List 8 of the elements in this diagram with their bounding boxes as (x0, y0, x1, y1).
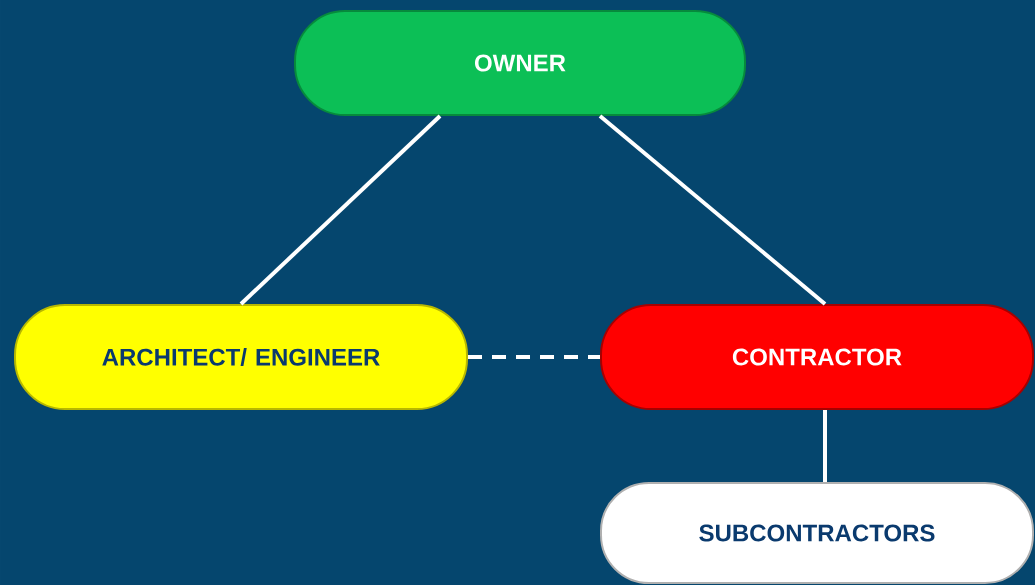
pill-box: CONTRACTOR (600, 304, 1034, 410)
pill-box: ARCHITECT/ ENGINEER (14, 304, 468, 410)
connector-line (823, 410, 827, 482)
pill-box: SUBCONTRACTORS (600, 482, 1034, 584)
connector-line (239, 114, 442, 306)
owner-pill: OWNER (294, 10, 746, 116)
connector-line (598, 114, 827, 306)
connector-line (468, 355, 600, 359)
